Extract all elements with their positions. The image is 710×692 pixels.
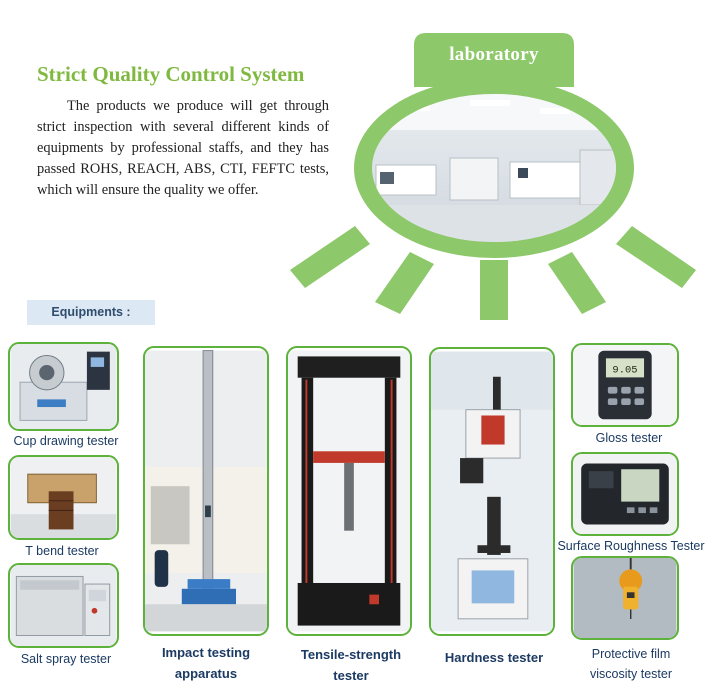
protective-film-viscosity-tester-caption: Protective film viscosity tester [590,647,672,681]
gloss-tester-photo: 9.05 [571,343,679,427]
gloss-display-value: 9.05 [612,365,637,377]
laboratory-photo [372,94,616,242]
surface-roughness-tester-caption: Surface Roughness Tester [557,539,705,553]
salt-spray-tester-photo [8,563,119,648]
equipments-label: Equipments : [51,305,131,319]
tensile-strength-tester-photo [286,346,412,636]
surface-roughness-tester-photo [571,452,679,536]
laboratory-label: laboratory [449,44,539,65]
t-bend-tester-photo [8,455,119,540]
equipments-tag [27,300,155,325]
protective-film-viscosity-tester-photo [571,556,679,640]
laboratory-tab [414,33,574,87]
cup-drawing-tester-photo [8,342,119,431]
page-title: Strict Quality Control System [37,62,305,86]
tensile-strength-tester-caption: Tensile-strength tester [300,647,402,683]
hardness-tester-photo [429,347,555,636]
cup-drawing-tester-caption: Cup drawing tester [13,434,119,448]
intro-paragraph: The products we produce will get through… [37,98,329,198]
gloss-tester-caption: Gloss tester [595,431,663,445]
impact-testing-apparatus-caption: Impact testing apparatus [161,645,251,681]
hardness-tester-caption: Hardness tester [444,650,544,665]
salt-spray-tester-caption: Salt spray tester [20,652,112,666]
laboratory-sun-graphic [290,78,696,320]
sun-rays [290,226,696,320]
impact-testing-apparatus-photo [143,346,269,636]
t-bend-tester-caption: T bend tester [25,544,99,558]
